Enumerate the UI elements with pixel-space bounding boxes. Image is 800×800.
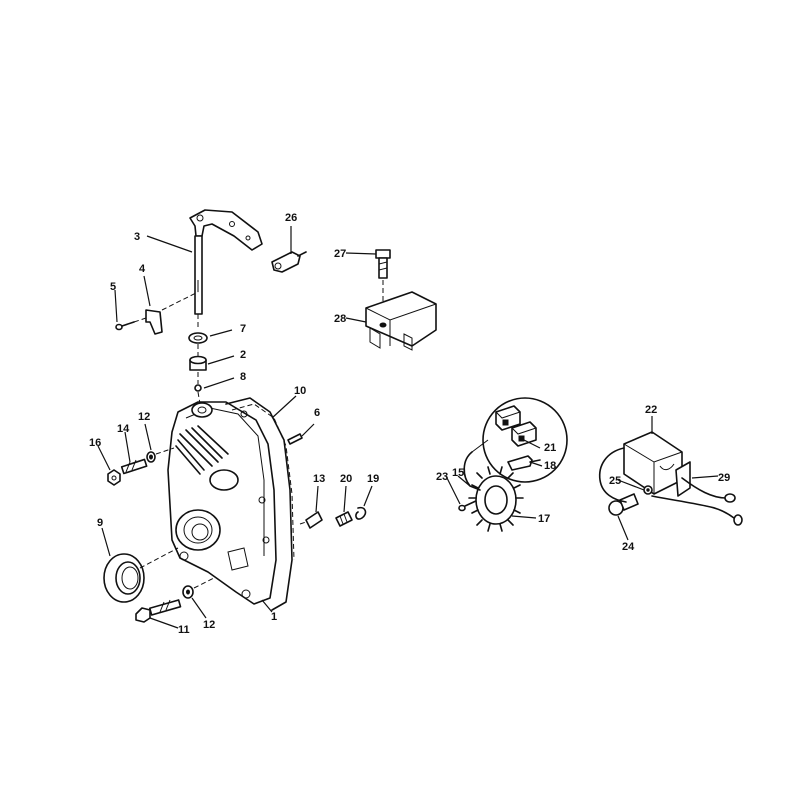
part-28-cover-block [365,291,437,351]
callout-21: 21 [544,442,556,454]
callout-12-upper: 12 [138,411,150,423]
part-12-washer-top [146,447,175,463]
callout-19: 19 [367,473,379,485]
callout-6: 6 [314,407,320,419]
part-16-nut [107,469,121,486]
callout-20: 20 [340,473,352,485]
callout-24: 24 [622,541,635,553]
part-14-stud [120,458,148,475]
leader-lines [97,226,719,629]
callout-27: 27 [334,248,346,260]
callout-9: 9 [97,517,103,529]
callout-26: 26 [285,212,297,224]
part-13-plug [299,511,323,529]
part-24-bolt [608,493,639,516]
part-8-washer [194,384,202,405]
part-18-terminal [507,455,541,471]
part-4-bracket [145,291,199,335]
detail-inset [482,397,568,483]
wire-harness [598,447,743,526]
callout-29: 29 [718,472,730,484]
part-19-clip [355,506,367,520]
callout-25: 25 [609,475,621,487]
callout-2: 2 [240,349,246,361]
callout-13: 13 [313,473,325,485]
callout-15: 15 [452,467,464,479]
part-1-housing [167,401,277,605]
part-23-screw [458,499,479,512]
part-25-washer [643,485,653,495]
callout-3: 3 [134,231,140,243]
callout-11: 11 [178,624,190,636]
part-5-screw [115,317,147,331]
part-6-pin [287,423,315,445]
part-11-bolt [135,599,182,623]
callout-labels: 3 26 4 5 27 28 7 2 8 10 6 12 14 16 13 20… [89,212,730,636]
part-21-connectors [495,405,537,447]
callout-4: 4 [139,263,146,275]
callout-7: 7 [240,323,246,335]
part-17-stator [468,466,524,532]
callout-14: 14 [117,423,130,435]
callout-17: 17 [538,513,550,525]
part-9-seal [103,547,179,603]
callout-8: 8 [240,371,246,383]
part-7-bushing [188,332,208,358]
part-20-spring [335,511,353,527]
callout-16: 16 [89,437,101,449]
callout-18: 18 [544,460,556,472]
part-3-governor-shaft [189,209,263,328]
callout-10: 10 [294,385,306,397]
callout-23: 23 [436,471,448,483]
part-22-regulator [623,431,683,495]
part-27-bolt [375,249,391,322]
part-2-seal [189,355,207,384]
callout-28: 28 [334,313,346,325]
callout-22: 22 [645,404,657,416]
callout-5: 5 [110,281,116,293]
part-12-washer-bottom [182,577,215,599]
callout-1: 1 [271,611,277,623]
part-26-clamp [271,251,307,273]
callout-12-lower: 12 [203,619,215,631]
part-10-gasket [225,397,295,611]
